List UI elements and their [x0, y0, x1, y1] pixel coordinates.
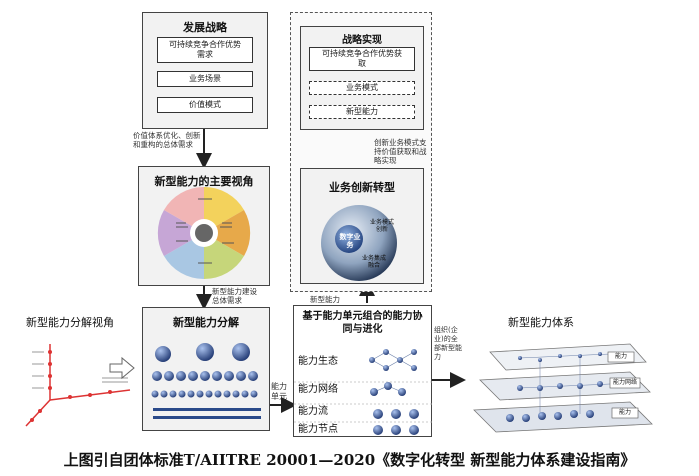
circle-label-model: 业务模式创新 [369, 219, 394, 233]
decompose-view-title: 新型能力分解视角 [26, 316, 114, 329]
new-capability-label: 新型能力 [310, 295, 340, 304]
strategy-panel: 发展战略 可持续竞争合作优势需求 业务场景 价值模式 [142, 12, 268, 129]
digital-business-sphere-icon [321, 205, 397, 281]
unit-note: 能力单元 [271, 382, 287, 401]
capability-spheres-icon [151, 343, 261, 419]
perspective-title: 新型能力的主要视角 [154, 175, 254, 188]
decompose-view-axes-icon [25, 344, 135, 427]
evolve-level-ecosystem: 能力生态 [298, 356, 338, 367]
innovation-panel: 业务创新转型 数字业务 业务模式创新 业务集成融合 [300, 168, 424, 284]
strategy-item-value: 价值模式 [157, 97, 253, 113]
strategy-note: 价值体系优化、创新和重构的总体需求 [133, 131, 201, 149]
realize-title: 战略实现 [342, 35, 382, 46]
evolve-title: 基于能力单元组合的能力协同与进化 [302, 311, 423, 335]
circle-label-integration: 业务集成融合 [361, 255, 386, 269]
source-caption: 上图引自团体标准T/AIITRE 20001—2020《数字化转型 新型能力体系… [63, 451, 636, 469]
evolve-panel: 基于能力单元组合的能力协同与进化 能力生态 能力网络 能力流 能力节点 [293, 305, 433, 437]
perspective-wheel-icon [157, 186, 251, 280]
circle-center-label: 数字业务 [339, 233, 361, 249]
realize-item-capability: 新型能力 [309, 105, 415, 119]
strategy-item-advantage: 可持续竞争合作优势需求 [157, 37, 253, 63]
evolve-level-node: 能力节点 [298, 424, 338, 435]
strategy-title: 发展战略 [183, 21, 227, 34]
system-layer-label-2: 能力网络 [612, 379, 637, 386]
evolve-network-icon [294, 349, 433, 435]
org-note: 组织(企业)的全部新型能力 [434, 326, 462, 361]
realize-item-model: 业务模式 [309, 81, 415, 95]
system-title: 新型能力体系 [508, 316, 574, 329]
system-layer-label-1: 能力 [614, 353, 627, 360]
realize-box: 战略实现 可持续竞争合作优势获取 业务模式 新型能力 [300, 26, 424, 130]
evolve-level-network: 能力网络 [298, 384, 338, 395]
strategy-item-scenario: 业务场景 [157, 71, 253, 87]
evolve-level-flow: 能力流 [298, 406, 328, 417]
system-layer-label-3: 能力 [618, 409, 631, 416]
decompose-title: 新型能力分解 [173, 316, 239, 329]
innovation-title: 业务创新转型 [329, 181, 395, 194]
perspective-panel: 新型能力的主要视角 [138, 166, 270, 286]
decompose-panel: 新型能力分解 [142, 307, 270, 431]
realize-note: 创新业务模式支持价值获取和战略实现 [374, 138, 427, 165]
decompose-note: 新型能力建设总体需求 [212, 287, 257, 305]
system-layers-icon [473, 343, 653, 433]
realize-item-advantage: 可持续竞争合作优势获取 [309, 47, 415, 71]
